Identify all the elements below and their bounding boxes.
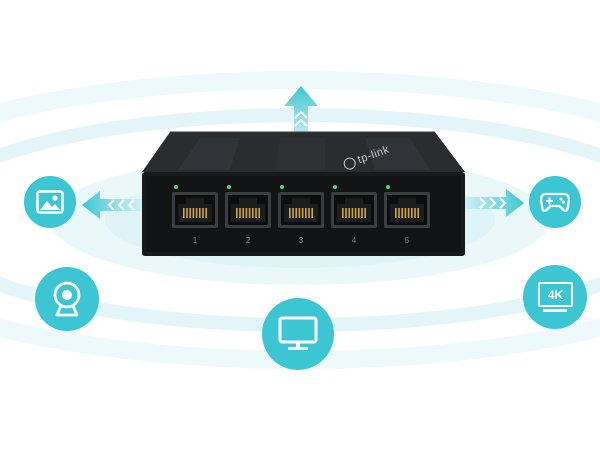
port-number: 4 bbox=[351, 236, 357, 245]
ethernet-port bbox=[331, 188, 377, 228]
arrow-left-icon bbox=[82, 191, 142, 219]
port-number: 3 bbox=[298, 236, 304, 245]
ethernet-port bbox=[225, 188, 271, 228]
gamepad-icon bbox=[529, 176, 581, 228]
port-number: 5 bbox=[404, 236, 410, 245]
webcam-icon bbox=[35, 267, 99, 331]
port-number: 2 bbox=[245, 236, 251, 245]
4k-tv-icon: 4K bbox=[523, 265, 587, 329]
port-led bbox=[280, 185, 284, 189]
port-led bbox=[386, 185, 390, 189]
image-icon bbox=[24, 176, 76, 228]
ethernet-port bbox=[172, 188, 218, 228]
ethernet-port bbox=[278, 188, 324, 228]
port-number: 1 bbox=[192, 236, 198, 245]
ethernet-port bbox=[384, 188, 430, 228]
monitor-icon bbox=[262, 298, 334, 370]
arrow-right-icon bbox=[464, 189, 524, 217]
port-led bbox=[333, 185, 337, 189]
arrow-up-icon bbox=[284, 86, 318, 134]
4k-label: 4K bbox=[547, 287, 564, 302]
port-led bbox=[174, 185, 178, 189]
port-led bbox=[227, 185, 231, 189]
